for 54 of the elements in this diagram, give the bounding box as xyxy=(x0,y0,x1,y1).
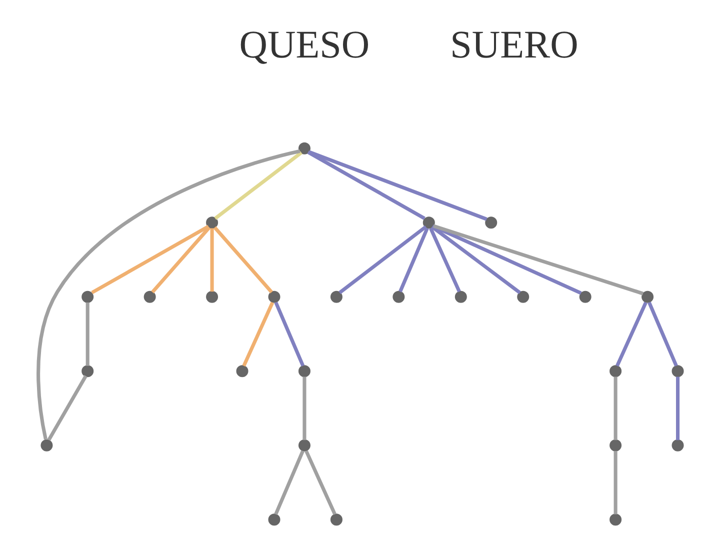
connector xyxy=(676,376,680,440)
node-point xyxy=(422,216,434,229)
node-point xyxy=(206,216,218,229)
node-point xyxy=(268,290,280,303)
node-point xyxy=(641,290,654,303)
node-point xyxy=(81,365,94,378)
connector xyxy=(304,450,336,516)
connector xyxy=(302,376,306,440)
label: QUESO xyxy=(238,23,370,66)
node-point xyxy=(671,365,684,378)
connector xyxy=(308,150,487,221)
connector xyxy=(428,228,460,292)
connector xyxy=(274,450,304,516)
node-point xyxy=(268,514,280,526)
connector xyxy=(242,302,274,367)
connector xyxy=(432,224,582,295)
node-point xyxy=(330,290,342,303)
node-point xyxy=(609,365,622,378)
connector xyxy=(212,226,272,294)
node-point xyxy=(392,290,404,303)
connector xyxy=(306,150,425,220)
node-point xyxy=(578,290,591,303)
node-point xyxy=(298,142,310,154)
connector xyxy=(432,224,644,296)
node-point xyxy=(609,514,622,526)
connector xyxy=(214,151,302,220)
node-point xyxy=(454,290,466,303)
connector xyxy=(150,226,210,294)
node-point xyxy=(484,216,497,229)
node-point xyxy=(671,439,684,452)
node-point xyxy=(206,290,218,303)
connector xyxy=(274,302,304,367)
node-point xyxy=(609,439,622,452)
node-point xyxy=(81,290,94,303)
connector xyxy=(398,228,428,292)
connector xyxy=(613,450,617,514)
node-point xyxy=(298,365,310,378)
node-point xyxy=(40,439,52,452)
node-point xyxy=(330,514,342,526)
node-point xyxy=(298,439,310,452)
connector xyxy=(615,302,647,367)
connector xyxy=(430,225,520,294)
connector xyxy=(85,302,89,366)
node-point xyxy=(516,290,529,303)
node-point xyxy=(236,365,248,378)
connector xyxy=(46,375,87,441)
connector xyxy=(338,225,426,294)
connector xyxy=(613,376,617,440)
node-point xyxy=(143,290,156,303)
connector xyxy=(90,224,209,294)
connector xyxy=(647,302,678,367)
connector xyxy=(210,228,214,292)
connector xyxy=(36,149,300,440)
label: SUERO xyxy=(450,23,578,66)
